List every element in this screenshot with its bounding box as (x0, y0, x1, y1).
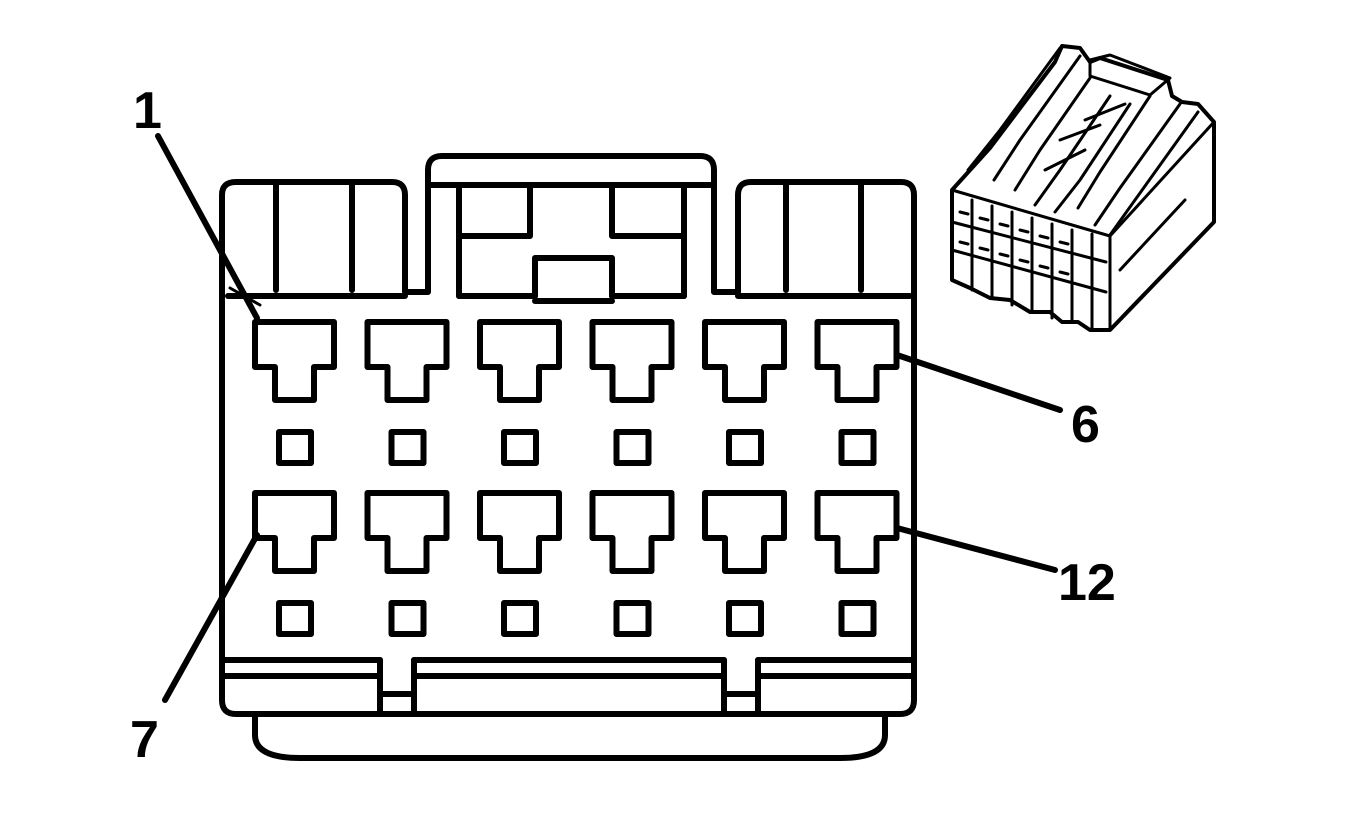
terminal-lock-window-5 (726, 429, 764, 466)
terminal-cavity-2 (364, 319, 450, 403)
terminal-lock-window-2 (388, 429, 427, 466)
terminal-lock-window-7 (276, 600, 314, 637)
callout-leaders (155, 133, 1063, 703)
leader-pin-6 (894, 352, 1063, 413)
terminal-cavity-3 (477, 319, 562, 403)
terminal-cavities (252, 319, 900, 637)
terminal-lock-window-6 (838, 429, 877, 466)
terminal-lock-window-11 (726, 600, 764, 637)
leader-pin-7 (162, 532, 260, 703)
terminal-cavity-6 (814, 319, 900, 403)
leader-pin-1 (155, 133, 260, 321)
leader-pin-12 (894, 525, 1058, 573)
terminal-cavity-9 (477, 490, 562, 574)
terminal-lock-window-8 (388, 600, 427, 637)
terminal-cavity-4 (589, 319, 675, 403)
terminal-cavity-11 (702, 490, 787, 574)
terminal-lock-window-12 (838, 600, 877, 637)
terminal-lock-window-10 (613, 600, 652, 637)
terminal-cavity-12 (814, 490, 900, 574)
connector-body (219, 153, 917, 717)
callout-label-1: 1 (133, 82, 162, 140)
terminal-lock-window-1 (276, 429, 314, 466)
connector-bottom-skirt (252, 709, 888, 761)
terminal-cavity-8 (364, 490, 450, 574)
connector-isometric-view (950, 44, 1216, 332)
connector-bottom-rail (221, 657, 915, 715)
callout-label-7: 7 (130, 711, 159, 769)
terminal-cavity-1 (252, 319, 337, 403)
terminal-cavity-7 (252, 490, 337, 574)
terminal-lock-window-9 (501, 600, 539, 637)
terminal-cavity-10 (589, 490, 675, 574)
callout-label-12: 12 (1058, 554, 1116, 612)
terminal-cavity-5 (702, 319, 787, 403)
terminal-lock-window-4 (613, 429, 652, 466)
callout-label-6: 6 (1071, 396, 1100, 454)
terminal-lock-window-3 (501, 429, 539, 466)
